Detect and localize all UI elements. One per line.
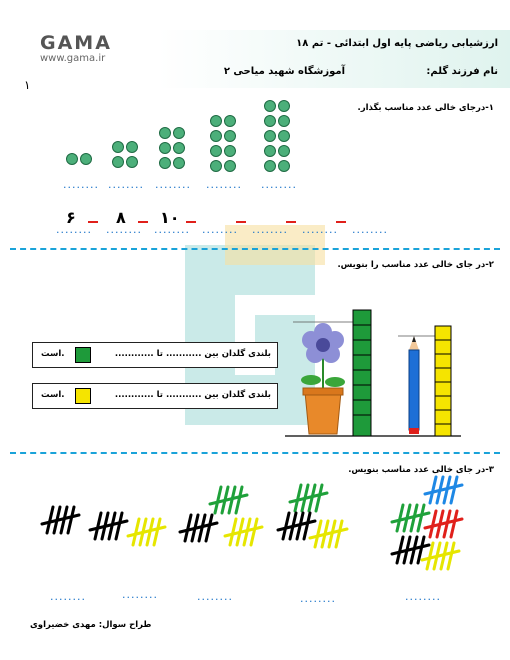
tally-black [178, 513, 219, 543]
seq-dash [336, 221, 346, 223]
seq-dash [286, 221, 296, 223]
tally-black [88, 511, 129, 541]
q2-title: ۲-در جای خالی عدد مناسب را بنویس. [337, 260, 494, 270]
q3-blank-3[interactable]: ........ [197, 590, 233, 603]
logo: GAMA www.gama.ir [40, 32, 140, 72]
seq-num-2: ۸ [116, 208, 126, 227]
logo-url: www.gama.ir [40, 53, 106, 64]
seq-blank-2[interactable]: ........ [252, 223, 288, 236]
tally-green [208, 485, 249, 515]
section-divider [10, 248, 500, 250]
q2-row-2-text: بلندی گلدان بین ........... تا .........… [114, 390, 271, 400]
q3-blank-2[interactable]: ........ [122, 588, 158, 601]
watermark-logo [165, 225, 335, 440]
page-mark: ۱ [24, 78, 31, 92]
designer-credit: طراح سوال: مهدی خضیراوی [30, 620, 152, 630]
seq-underline: ........ [154, 223, 190, 236]
q3-blank-4[interactable]: ........ [300, 592, 336, 605]
tally-yellow [420, 541, 461, 571]
q1-blank-3[interactable]: ........ [155, 178, 191, 191]
seq-underline: ........ [56, 223, 92, 236]
tally-black [276, 511, 317, 541]
tally-green [390, 503, 431, 533]
q1-blank-1[interactable]: ........ [63, 178, 99, 191]
tally-red [423, 509, 464, 539]
q1-blank-2[interactable]: ........ [108, 178, 144, 191]
school-name: آموزشگاه شهید میاحی ۲ [223, 66, 345, 77]
pencil-icon [408, 336, 420, 434]
tally-yellow [308, 519, 349, 549]
student-name-label: نام فرزند گلم: [426, 66, 498, 77]
q1-blank-5[interactable]: ........ [261, 178, 297, 191]
q2-row-2: بلندی گلدان بین ........... تا .........… [32, 383, 278, 409]
seq-blank-3[interactable]: ........ [302, 223, 338, 236]
seq-num-3: ۱۰ [160, 208, 180, 227]
seq-dash [186, 221, 196, 223]
seq-dash [88, 221, 98, 223]
pot-measure-figure [283, 300, 463, 440]
seq-blank-1[interactable]: ........ [202, 223, 238, 236]
green-swatch [75, 347, 91, 363]
q2-row-1: بلندی گلدان بین ........... تا .........… [32, 342, 278, 368]
seq-underline: ........ [106, 223, 142, 236]
q3-blank-1[interactable]: ........ [50, 590, 86, 603]
q2-row-1-suffix: است. [41, 349, 65, 359]
tally-black [40, 505, 81, 535]
page-title: ارزشیابی ریاضی پایه اول ابتدائی - تم ۱۸ [296, 38, 498, 49]
seq-blank-4[interactable]: ........ [352, 223, 388, 236]
q1-title: ۱-درجای خالی عدد مناسب بگذار. [357, 103, 494, 113]
tally-yellow [126, 517, 167, 547]
tally-figure [35, 475, 475, 585]
yellow-ruler [434, 325, 452, 437]
section-divider [10, 452, 500, 454]
q2-row-1-text: بلندی گلدان بین ........... تا .........… [114, 349, 271, 359]
seq-num-1: ۶ [66, 208, 76, 227]
q2-row-2-suffix: است. [41, 390, 65, 400]
header-banner [158, 30, 510, 88]
seq-dash [138, 221, 148, 223]
q3-title: ۳-در جای خالی عدد مناسب بنویس. [348, 465, 494, 475]
tally-yellow [223, 517, 264, 547]
logo-text: GAMA [40, 32, 112, 54]
tally-green [288, 483, 329, 513]
tally-black [390, 535, 431, 565]
flower-pot-icon [301, 323, 345, 435]
yellow-swatch [75, 388, 91, 404]
tally-blue [423, 475, 464, 505]
seq-dash [236, 221, 246, 223]
sequence-row: ........ ۶ ........ ۸ ........ ۱۰ ......… [56, 208, 396, 238]
q1-blank-4[interactable]: ........ [206, 178, 242, 191]
q3-blank-5[interactable]: ........ [405, 590, 441, 603]
green-ruler [352, 309, 372, 437]
